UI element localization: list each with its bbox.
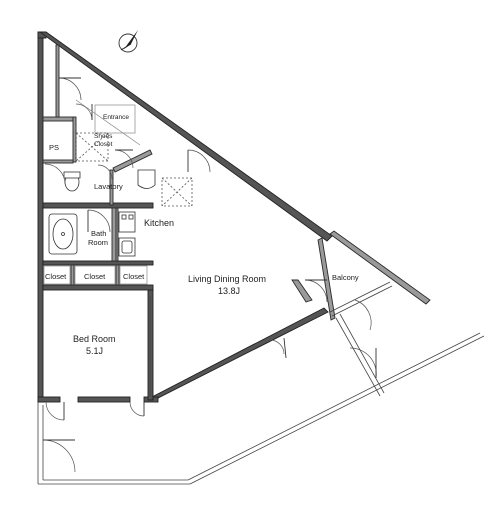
label-shoes-closet-1: Shoes xyxy=(94,133,113,140)
label-entrance: Entrance xyxy=(103,114,129,121)
label-closet-1: Closet xyxy=(45,272,67,281)
label-lavatory: Lavatory xyxy=(94,182,123,191)
label-closet-2: Closet xyxy=(84,272,106,281)
label-shoes-closet-2: Closet xyxy=(94,141,113,148)
label-living: Living Dining Room xyxy=(188,274,266,284)
closets-area xyxy=(43,265,148,285)
bedroom-area xyxy=(45,296,151,421)
bath-area xyxy=(48,209,111,255)
kitchen-area xyxy=(118,211,136,257)
label-living-area: 13.8J xyxy=(218,286,240,296)
entrance-area xyxy=(58,77,211,173)
label-bath-1: Bath xyxy=(91,229,106,238)
outdoor-area xyxy=(37,279,485,485)
room-labels: PS Entrance Shoes Closet Lavatory Bath R… xyxy=(45,114,359,356)
lavatory-area xyxy=(44,163,193,207)
label-bedroom: Bed Room xyxy=(73,334,116,344)
label-bath-2: Room xyxy=(88,238,108,247)
interior-walls xyxy=(42,44,336,321)
label-balcony: Balcony xyxy=(332,273,359,282)
exterior-walls xyxy=(37,31,431,403)
label-closet-3: Closet xyxy=(123,272,145,281)
label-ps: PS xyxy=(49,143,59,152)
label-bedroom-area: 5.1J xyxy=(86,346,103,356)
north-arrow-icon xyxy=(118,30,138,53)
label-kitchen: Kitchen xyxy=(144,218,174,228)
